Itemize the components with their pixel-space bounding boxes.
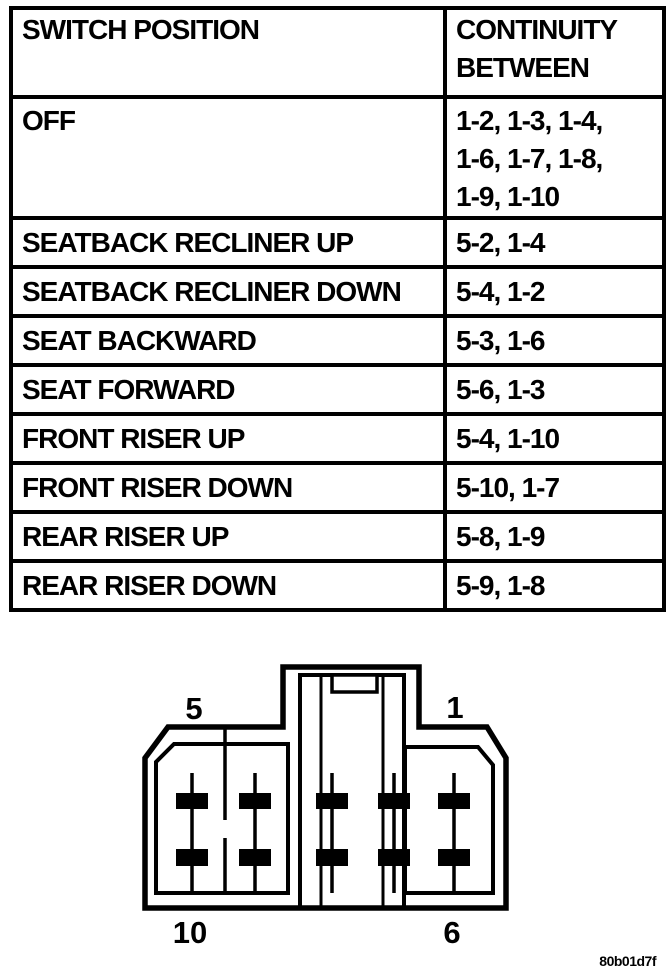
continuity-cell: 1-2, 1-3, 1-4, 1-6, 1-7, 1-8, 1-9, 1-10 [443, 95, 666, 220]
pin-1-label: 1 [446, 690, 463, 725]
continuity-cell: 5-2, 1-4 [443, 216, 666, 269]
figure-code: 80b01d7f [599, 953, 657, 969]
pin-terminal [316, 793, 348, 809]
pin-terminal [176, 849, 208, 866]
terminal-row-bottom [176, 849, 470, 866]
col-header-switch-position: SWITCH POSITION [9, 6, 447, 99]
terminal-row-top [176, 793, 470, 809]
pin-terminal [438, 793, 470, 809]
switch-position-cell: FRONT RISER UP [9, 412, 447, 465]
table-row: SEAT FORWARD 5-6, 1-3 [9, 363, 666, 416]
continuity-cell: 5-6, 1-3 [443, 363, 666, 416]
continuity-cell: 5-3, 1-6 [443, 314, 666, 367]
continuity-cell: 5-4, 1-10 [443, 412, 666, 465]
connector-outer-outline [142, 664, 509, 911]
connector-left-cavity [154, 742, 290, 895]
table-row: OFF 1-2, 1-3, 1-4, 1-6, 1-7, 1-8, 1-9, 1… [9, 95, 666, 220]
switch-position-cell: REAR RISER DOWN [9, 559, 447, 612]
connector-latch-key [330, 673, 379, 694]
table-row: SEATBACK RECLINER UP 5-2, 1-4 [9, 216, 666, 269]
pin-5-label: 5 [185, 691, 202, 726]
continuity-cell: 5-4, 1-2 [443, 265, 666, 318]
switch-position-cell: REAR RISER UP [9, 510, 447, 563]
col-header-continuity-between: CONTINUITY BETWEEN [443, 6, 666, 99]
pin-terminal [239, 849, 271, 866]
pin-6-label: 6 [443, 915, 460, 950]
table-row: REAR RISER UP 5-8, 1-9 [9, 510, 666, 563]
pin-terminal [378, 849, 410, 866]
switch-position-cell: SEATBACK RECLINER UP [9, 216, 447, 269]
switch-position-cell: SEAT BACKWARD [9, 314, 447, 367]
switch-position-cell: SEAT FORWARD [9, 363, 447, 416]
connector-right-cavity [403, 745, 495, 895]
pin-leads [190, 773, 456, 893]
table-row: FRONT RISER UP 5-4, 1-10 [9, 412, 666, 465]
continuity-table: SWITCH POSITION CONTINUITY BETWEEN OFF 1… [9, 6, 666, 612]
pin-terminal [378, 793, 410, 809]
pin-10-label: 10 [173, 915, 207, 950]
connector-diagram: 5 1 10 6 80b01d7f [142, 664, 657, 969]
continuity-cell: 5-8, 1-9 [443, 510, 666, 563]
table-header-row: SWITCH POSITION CONTINUITY BETWEEN [9, 6, 666, 99]
table-row: SEATBACK RECLINER DOWN 5-4, 1-2 [9, 265, 666, 318]
continuity-cell: 5-10, 1-7 [443, 461, 666, 514]
pin-terminal [176, 793, 208, 809]
table-row: SEAT BACKWARD 5-3, 1-6 [9, 314, 666, 367]
switch-position-cell: OFF [9, 95, 447, 220]
pin-terminal [316, 849, 348, 866]
table-row: REAR RISER DOWN 5-9, 1-8 [9, 559, 666, 612]
continuity-cell: 5-9, 1-8 [443, 559, 666, 612]
pin-terminal [239, 793, 271, 809]
pin-terminal [438, 849, 470, 866]
switch-position-cell: FRONT RISER DOWN [9, 461, 447, 514]
table-row: FRONT RISER DOWN 5-10, 1-7 [9, 461, 666, 514]
connector-center-channel [298, 673, 406, 908]
switch-position-cell: SEATBACK RECLINER DOWN [9, 265, 447, 318]
